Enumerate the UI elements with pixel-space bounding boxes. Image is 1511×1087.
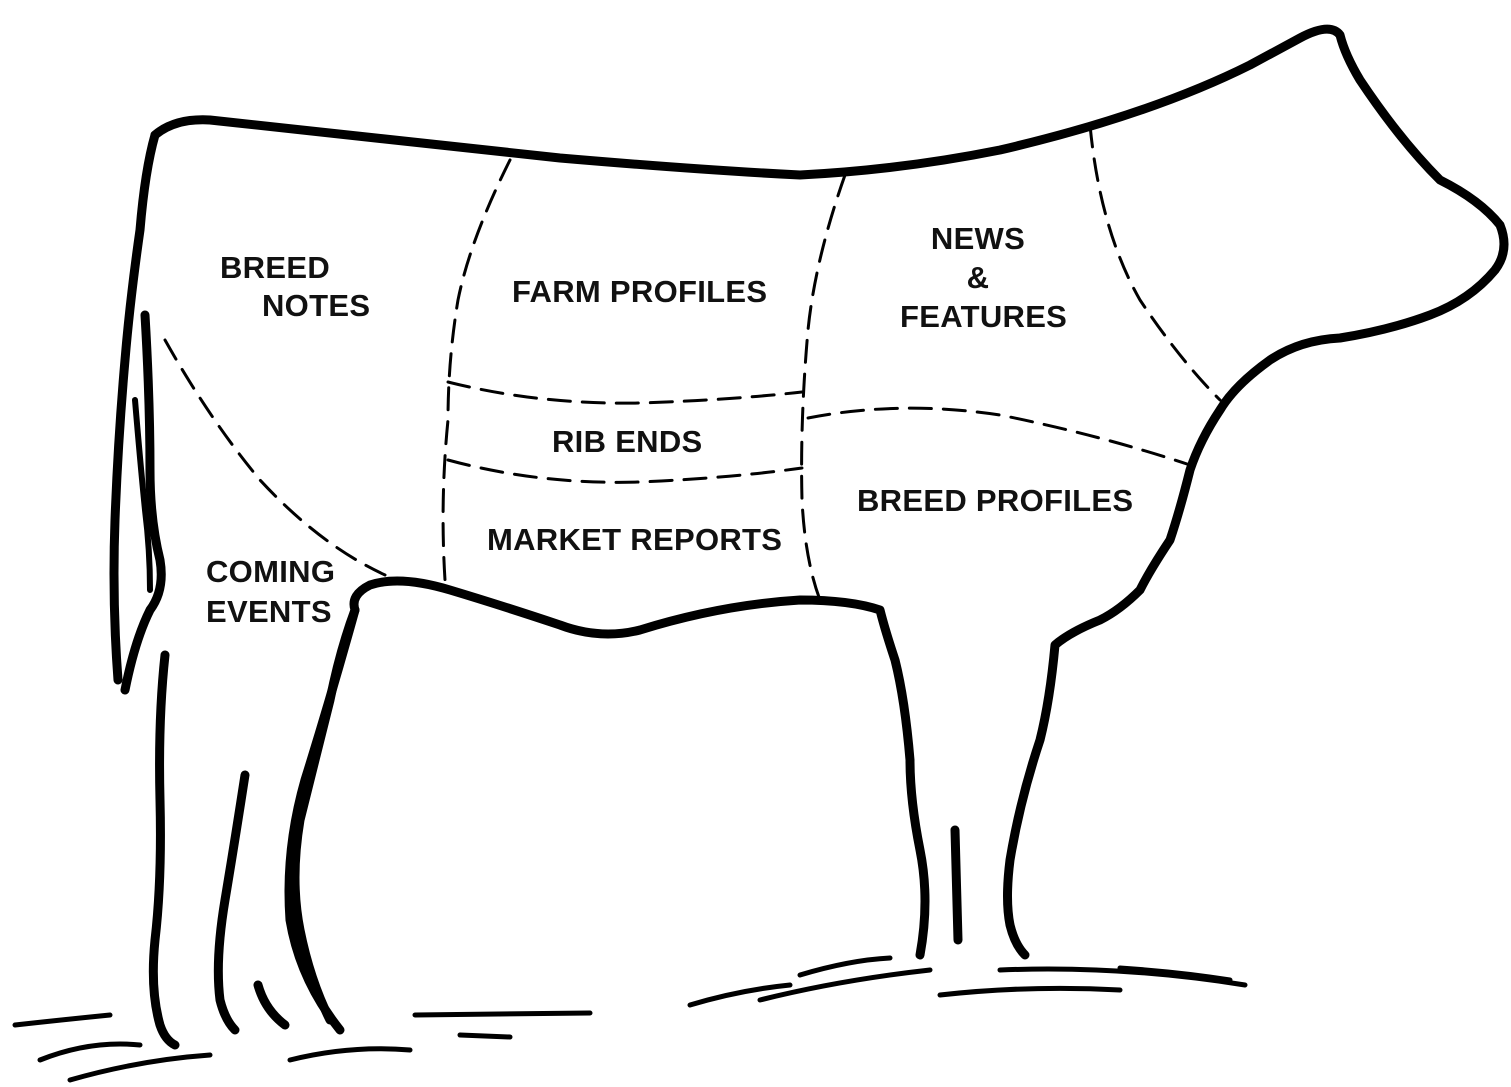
features-label[interactable]: FEATURES [900,298,1056,336]
breed-profiles-label[interactable]: BREED PROFILES [857,482,1133,520]
breed-notes-label-1[interactable]: BREED [220,249,330,287]
rib-ends-label[interactable]: RIB ENDS [552,423,703,461]
front-leg-a [955,830,958,940]
farm-profiles-label[interactable]: FARM PROFILES [512,273,767,311]
brisket-division [808,408,1190,465]
coming-events-label-2[interactable]: EVENTS [206,593,332,631]
news-label[interactable]: NEWS [900,220,1056,258]
rib-upper-division [448,382,802,403]
cow-belly-outline [295,581,925,1020]
rear-leg-inner-b [258,985,285,1025]
market-reports-label[interactable]: MARKET REPORTS [487,521,782,559]
rear-leg-back [289,610,355,1030]
loin-division [443,160,510,580]
rump-division [165,340,385,575]
ground-strokes [15,958,1245,1080]
rib-lower-division [448,460,802,482]
rear-leg-outer [153,655,175,1045]
coming-events-label-1[interactable]: COMING [206,553,335,591]
neck-division [1090,125,1220,400]
rear-leg-inner-a [218,775,245,1030]
cow-body-outline [155,29,1504,955]
ampersand-label: & [900,259,1056,297]
breed-notes-label-2[interactable]: NOTES [262,287,370,325]
shoulder-division [802,175,845,600]
